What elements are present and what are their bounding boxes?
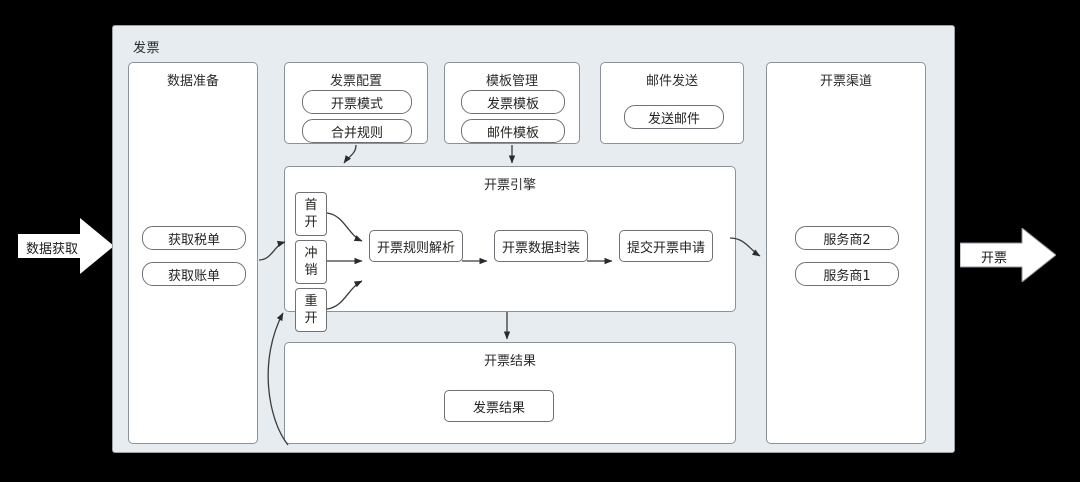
item-service-provider-1[interactable]: 服务商1 bbox=[795, 262, 899, 286]
container-title: 发票 bbox=[133, 41, 161, 56]
item-get-tax-bill[interactable]: 获取税单 bbox=[142, 226, 246, 250]
panel-data-prep-title: 数据准备 bbox=[166, 74, 219, 89]
trigger-first-issue-char2: 开 bbox=[304, 215, 318, 230]
panel-template-management-title: 模板管理 bbox=[485, 74, 538, 89]
trigger-reissue-char1: 重 bbox=[304, 294, 318, 309]
panel-invoice-config: 发票配置 开票模式 合并规则 bbox=[284, 62, 428, 144]
inbound-block-arrow: 数据获取 bbox=[18, 218, 114, 274]
panel-invoice-channel: 开票渠道 服务商2 服务商1 bbox=[766, 62, 926, 444]
inbound-arrow-shape bbox=[18, 218, 114, 274]
panel-data-prep: 数据准备 获取税单 获取账单 bbox=[128, 62, 258, 444]
step-submit-request[interactable]: 提交开票申请 bbox=[619, 230, 713, 262]
item-invoice-result[interactable]: 发票结果 bbox=[444, 390, 554, 422]
panel-invoice-result: 开票结果 发票结果 bbox=[284, 342, 736, 444]
step-data-packaging[interactable]: 开票数据封装 bbox=[494, 230, 588, 262]
item-invoice-template[interactable]: 发票模板 bbox=[461, 90, 565, 114]
step-rule-parse[interactable]: 开票规则解析 bbox=[369, 230, 463, 262]
panel-invoice-engine-title: 开票引擎 bbox=[483, 178, 536, 193]
trigger-reissue-char2: 开 bbox=[304, 311, 318, 326]
item-mail-template[interactable]: 邮件模板 bbox=[461, 119, 565, 143]
trigger-write-off[interactable]: 冲 销 bbox=[295, 240, 327, 284]
trigger-write-off-char2: 销 bbox=[304, 263, 318, 278]
trigger-first-issue[interactable]: 首 开 bbox=[295, 192, 327, 236]
panel-invoice-config-title: 发票配置 bbox=[329, 74, 382, 89]
trigger-reissue[interactable]: 重 开 bbox=[295, 288, 327, 332]
outbound-arrow-shape bbox=[960, 228, 1056, 282]
item-invoice-mode[interactable]: 开票模式 bbox=[302, 90, 412, 114]
trigger-write-off-char1: 冲 bbox=[304, 246, 318, 261]
item-service-provider-2[interactable]: 服务商2 bbox=[795, 226, 899, 250]
panel-invoice-result-title: 开票结果 bbox=[483, 354, 536, 369]
item-send-mail[interactable]: 发送邮件 bbox=[624, 105, 724, 129]
trigger-first-issue-char1: 首 bbox=[304, 198, 318, 213]
panel-invoice-channel-title: 开票渠道 bbox=[819, 74, 872, 89]
panel-template-management: 模板管理 发票模板 邮件模板 bbox=[444, 62, 580, 144]
panel-mail-send: 邮件发送 发送邮件 bbox=[600, 62, 744, 144]
item-merge-rule[interactable]: 合并规则 bbox=[302, 119, 412, 143]
panel-invoice-engine: 开票引擎 首 开 冲 销 重 开 开票规则解析 开票数据封装 提交开票申请 bbox=[284, 166, 736, 332]
outbound-block-arrow: 开票 bbox=[960, 228, 1056, 282]
panel-mail-send-title: 邮件发送 bbox=[645, 74, 698, 89]
item-get-account-bill[interactable]: 获取账单 bbox=[142, 262, 246, 286]
